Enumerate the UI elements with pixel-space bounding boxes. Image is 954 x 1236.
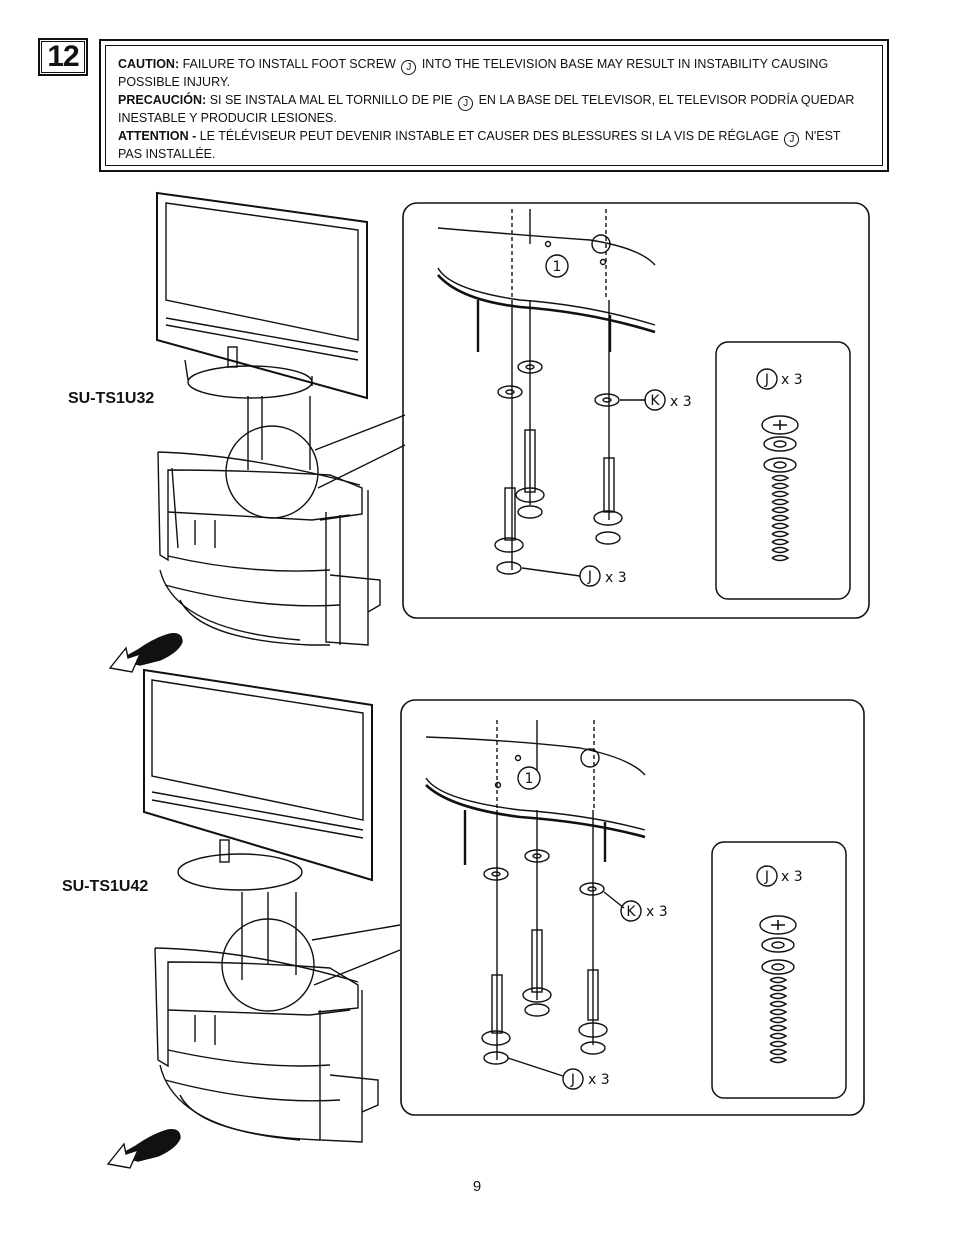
part-k-qty-bottom: x 3 — [646, 904, 668, 920]
part-k-letter-bottom: K — [626, 904, 636, 920]
caution-english-text-a: FAILURE TO INSTALL FOOT SCREW — [182, 57, 396, 71]
inset-part-j-callout-top — [756, 368, 778, 390]
screw-icon — [759, 915, 797, 1064]
part-j-callout-bottom — [562, 1068, 584, 1090]
model-label-top: SU-TS1U32 — [68, 390, 155, 407]
part-j-symbol: J — [401, 60, 417, 75]
caution-english-text-c: POSSIBLE INJURY. — [118, 75, 231, 89]
caution-french-text-b: N'EST — [804, 129, 841, 143]
caution-spanish-text-b: EN LA BASE DEL TELEVISOR, EL TELEVISOR P… — [478, 93, 855, 107]
caution-english: CAUTION: FAILURE TO INSTALL FOOT SCREW J… — [118, 57, 858, 90]
part-j-letter-bottom: J — [570, 1072, 575, 1088]
hole-1-label-top: 1 — [553, 259, 562, 275]
part-j-callout-top — [579, 565, 601, 587]
step-number-box: 12 — [38, 38, 88, 76]
inset-part-j-callout-bottom — [756, 865, 778, 887]
caution-french: ATTENTION - LE TÉLÉVISEUR PEUT DEVENIR I… — [118, 129, 858, 162]
tv-stand-illustration-bottom — [154, 918, 401, 1143]
caution-english-label: CAUTION: — [118, 57, 180, 71]
hole-1-label-bottom: 1 — [525, 771, 534, 787]
part-j-letter-top: J — [587, 569, 592, 585]
inset-j-qty-bottom: x 3 — [781, 869, 803, 885]
part-j-symbol: J — [458, 96, 474, 111]
tv-illustration-bottom — [143, 668, 373, 980]
page-number: 9 — [472, 1178, 482, 1195]
tv-on-stand-top — [108, 191, 870, 673]
part-j-qty-bottom: x 3 — [588, 1072, 610, 1088]
part-k-callout-bottom — [620, 900, 642, 922]
caution-french-text-a: LE TÉLÉVISEUR PEUT DEVENIR INSTABLE ET C… — [199, 129, 779, 143]
arrow-icon — [106, 1128, 181, 1169]
arrow-icon — [108, 632, 183, 673]
zoom-circle-bottom — [221, 918, 315, 1012]
screw-inset-top — [715, 341, 851, 600]
screw-assembly-top — [494, 300, 646, 577]
caution-inner-border — [105, 45, 883, 166]
part-j-qty-top: x 3 — [605, 570, 627, 586]
base-plate-detail-top — [437, 209, 656, 352]
hole-1-marker-bottom — [517, 766, 541, 790]
tv-on-stand-bottom — [106, 668, 865, 1169]
part-k-qty-top: x 3 — [670, 394, 692, 410]
tv-illustration-top — [156, 191, 368, 470]
foot-screw-head-bottom — [580, 748, 600, 768]
tv-stand-illustration-top — [157, 414, 406, 646]
caution-french-text-c: PAS INSTALLÉE. — [118, 147, 216, 161]
detail-panel-bottom — [400, 699, 865, 1116]
caution-spanish-text-c: INESTABLE Y PRODUCIR LESIONES. — [118, 111, 337, 125]
inset-j-qty-top: x 3 — [781, 372, 803, 388]
zoom-circle-top — [225, 425, 319, 519]
hole-1-marker-top — [545, 254, 569, 278]
model-label-bottom: SU-TS1U42 — [62, 878, 149, 895]
part-k-callout-top — [644, 389, 666, 411]
caution-spanish: PRECAUCIÓN: SI SE INSTALA MAL EL TORNILL… — [118, 93, 858, 126]
part-j-symbol: J — [784, 132, 800, 147]
caution-spanish-label: PRECAUCIÓN: — [118, 93, 207, 107]
caution-spanish-text-a: SI SE INSTALA MAL EL TORNILLO DE PIE — [209, 93, 453, 107]
screw-inset-bottom — [711, 841, 847, 1099]
inset-j-letter-bottom: J — [764, 869, 769, 885]
part-k-letter-top: K — [650, 393, 660, 409]
screw-assembly-bottom — [481, 810, 625, 1077]
foot-screw-head-top — [591, 234, 611, 254]
base-plate-detail-bottom — [425, 720, 646, 865]
caution-english-text-b: INTO THE TELEVISION BASE MAY RESULT IN I… — [421, 57, 829, 71]
caution-box: CAUTION: FAILURE TO INSTALL FOOT SCREW J… — [99, 39, 889, 172]
step-number: 12 — [41, 40, 85, 73]
detail-panel-top — [402, 202, 870, 619]
caution-french-label: ATTENTION - — [118, 129, 197, 143]
inset-j-letter-top: J — [764, 372, 769, 388]
screw-icon — [761, 415, 799, 562]
